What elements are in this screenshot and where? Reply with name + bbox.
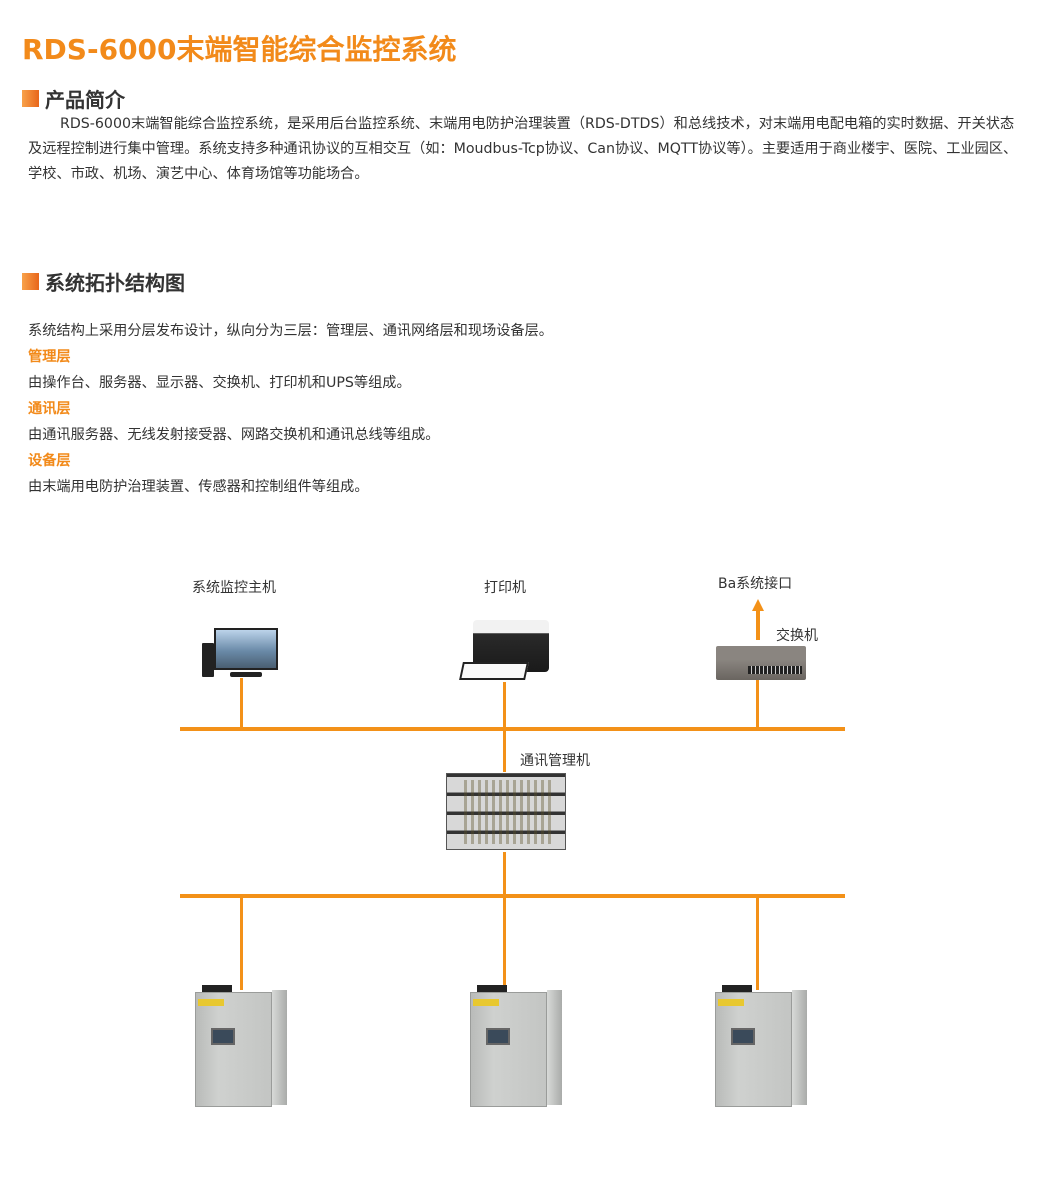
connector-line [503,682,506,772]
layer-desc: 由操作台、服务器、显示器、交换机、打印机和UPS等组成。 [28,375,411,391]
connector-line [240,896,243,990]
pc-tower-icon [202,643,214,677]
monitor-icon [214,628,278,670]
switch-label: 交换机 [776,628,818,644]
heading-marker-icon [22,90,39,107]
heading-text: 产品简介 [45,88,125,112]
layer-desc: 由末端用电防护治理装置、传感器和控制组件等组成。 [28,479,369,495]
layer-name: 通讯层 [28,401,71,417]
monitor-stand [230,672,262,677]
network-switch-icon [716,646,806,680]
connector-line [240,678,243,728]
connector-line [756,896,759,990]
connector-line [756,610,760,640]
topology-summary: 系统结构上采用分层发布设计，纵向分为三层：管理层、通讯网络层和现场设备层。 [28,323,553,339]
connector-line [503,852,506,896]
heading-marker-icon [22,273,39,290]
layer-name: 管理层 [28,349,71,365]
gateway-label: 通讯管理机 [520,753,590,769]
management-bus-line [180,727,845,731]
section-heading-topology: 系统拓扑结构图 [22,267,185,296]
heading-text: 系统拓扑结构图 [45,271,185,295]
section-heading-intro: 产品简介 [22,84,125,113]
connector-line [503,896,506,990]
page-title: RDS-6000末端智能综合监控系统 [22,33,457,66]
connector-line [756,680,759,728]
printer-tray [459,662,529,680]
ba-interface-label: Ba系统接口 [718,576,793,592]
host-label: 系统监控主机 [192,580,276,596]
switch-ports [748,666,802,674]
communication-gateway-icon [446,773,566,850]
printer-label: 打印机 [484,580,526,596]
layer-desc: 由通讯服务器、无线发射接受器、网路交换机和通讯总线等组成。 [28,427,440,443]
layer-name: 设备层 [28,453,71,469]
gateway-ports [460,780,555,844]
field-bus-line [180,894,845,898]
topology-description: 系统结构上采用分层发布设计，纵向分为三层：管理层、通讯网络层和现场设备层。 管理… [28,318,553,500]
arrow-up-icon [752,599,764,611]
intro-paragraph: RDS-6000末端智能综合监控系统，是采用后台监控系统、末端用电防护治理装置（… [28,116,1018,182]
